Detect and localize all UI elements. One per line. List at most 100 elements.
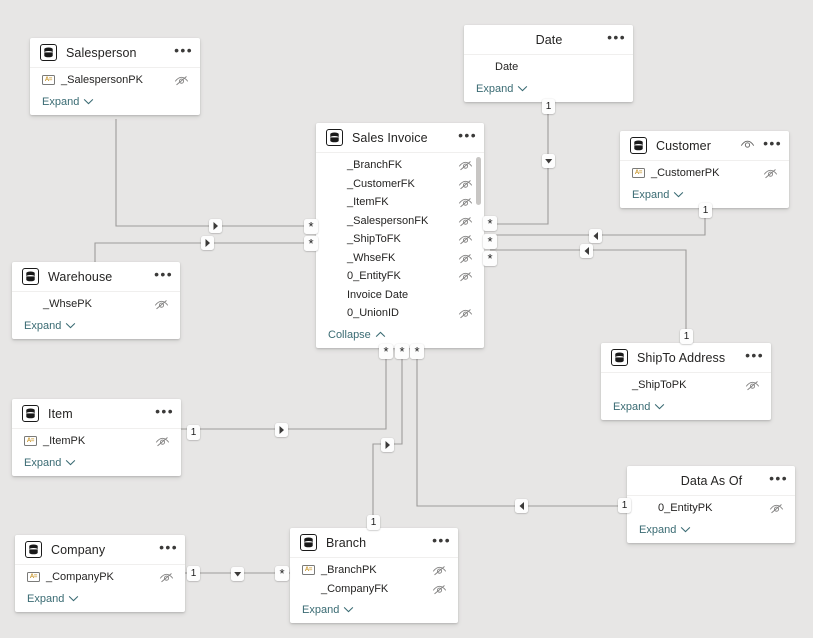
table-menu-ellipsis-icon[interactable]: •••: [763, 135, 782, 151]
eye-hidden-icon[interactable]: [745, 379, 760, 391]
eye-hidden-icon[interactable]: [458, 196, 473, 208]
cross-filter-arrow-right-icon: [209, 219, 222, 233]
cardinality-marker-many: *: [304, 219, 318, 234]
table-menu-ellipsis-icon[interactable]: •••: [458, 127, 477, 143]
table-expand-label: Collapse: [328, 328, 371, 341]
table-card-item[interactable]: Item ••• A=_ItemPK Expand: [12, 399, 181, 476]
field-row[interactable]: 0_UnionID: [316, 304, 484, 323]
eye-hidden-icon[interactable]: [159, 571, 174, 583]
table-menu-ellipsis-icon[interactable]: •••: [607, 29, 626, 45]
table-expand-button[interactable]: Expand: [601, 396, 771, 420]
table-header-sales-invoice[interactable]: Sales Invoice•••: [316, 123, 484, 153]
table-card-customer[interactable]: Customer ••• A=_CustomerPK Expand: [620, 131, 789, 208]
eye-hidden-icon[interactable]: [432, 564, 447, 576]
table-card-company[interactable]: Company••• A=_CompanyPK Expand: [15, 535, 185, 612]
table-icon: [22, 405, 39, 422]
scrollbar-thumb[interactable]: [476, 157, 481, 205]
table-menu-ellipsis-icon[interactable]: •••: [432, 532, 451, 548]
field-row[interactable]: _ShipToPK: [601, 376, 771, 395]
table-header-data-as-of[interactable]: Data As Of•••: [627, 466, 795, 496]
field-row[interactable]: _BranchFK: [316, 156, 484, 175]
field-row[interactable]: A=_BranchPK: [290, 561, 458, 580]
field-row[interactable]: _WhsePK: [12, 295, 180, 314]
eye-hidden-icon[interactable]: [432, 583, 447, 595]
table-card-branch[interactable]: Branch••• A=_BranchPK _CompanyFK Expand: [290, 528, 458, 623]
field-row[interactable]: A=_CustomerPK: [620, 164, 789, 183]
field-row[interactable]: _SalespersonFK: [316, 212, 484, 231]
chevron-down-icon: [654, 401, 665, 413]
table-menu-ellipsis-icon[interactable]: •••: [745, 347, 764, 363]
table-card-salesperson[interactable]: Salesperson••• A=_SalespersonPK Expand: [30, 38, 200, 115]
field-type-text-icon: A=: [24, 436, 37, 447]
table-vertical-scrollbar[interactable]: [475, 157, 482, 340]
table-menu-ellipsis-icon[interactable]: •••: [159, 539, 178, 555]
table-header-date[interactable]: Date•••: [464, 25, 633, 55]
eye-hidden-icon[interactable]: [458, 159, 473, 171]
table-card-sales-invoice[interactable]: Sales Invoice••• _BranchFK _CustomerFK _I…: [316, 123, 484, 348]
table-expand-button[interactable]: Expand: [627, 519, 795, 543]
table-menu-ellipsis-icon[interactable]: •••: [154, 266, 173, 282]
table-header-actions: •••: [154, 262, 173, 291]
field-row[interactable]: A=_CompanyPK: [15, 568, 185, 587]
field-row[interactable]: _ShipToFK: [316, 230, 484, 249]
field-list: _WhsePK: [12, 292, 180, 315]
table-title: Item: [48, 406, 73, 421]
table-menu-ellipsis-icon[interactable]: •••: [155, 403, 174, 419]
table-header-company[interactable]: Company•••: [15, 535, 185, 565]
eye-hidden-icon[interactable]: [458, 178, 473, 190]
table-menu-ellipsis-icon[interactable]: •••: [174, 42, 193, 58]
field-row[interactable]: _CompanyFK: [290, 580, 458, 599]
eye-hidden-icon[interactable]: [174, 74, 189, 86]
eye-hidden-icon[interactable]: [458, 233, 473, 245]
cross-filter-arrow-down-icon: [231, 567, 244, 581]
field-row[interactable]: _WhseFK: [316, 249, 484, 268]
eye-hidden-icon[interactable]: [155, 435, 170, 447]
eye-hidden-icon[interactable]: [458, 215, 473, 227]
table-header-salesperson[interactable]: Salesperson•••: [30, 38, 200, 68]
eye-hidden-icon[interactable]: [458, 307, 473, 319]
field-type-badge-label: A=: [29, 574, 38, 581]
table-menu-ellipsis-icon[interactable]: •••: [769, 470, 788, 486]
table-expand-button[interactable]: Expand: [620, 184, 789, 208]
field-name: _WhseFK: [347, 251, 396, 264]
table-expand-button[interactable]: Expand: [290, 599, 458, 623]
field-row[interactable]: A=_ItemPK: [12, 432, 181, 451]
chevron-down-icon: [680, 524, 691, 536]
table-header-warehouse[interactable]: Warehouse•••: [12, 262, 180, 292]
table-header-shipto-address[interactable]: ShipTo Address•••: [601, 343, 771, 373]
table-expand-button[interactable]: Expand: [15, 588, 185, 612]
cardinality-marker-one: 1: [367, 515, 380, 530]
table-collapse-button[interactable]: Collapse: [316, 324, 484, 348]
eye-hidden-icon[interactable]: [458, 270, 473, 282]
field-row[interactable]: _CustomerFK: [316, 175, 484, 194]
table-expand-button[interactable]: Expand: [12, 452, 181, 476]
field-row[interactable]: 0_EntityFK: [316, 267, 484, 286]
table-icon: [300, 534, 317, 551]
table-expand-button[interactable]: Expand: [12, 315, 180, 339]
eye-hidden-icon[interactable]: [154, 298, 169, 310]
eye-hidden-icon[interactable]: [458, 252, 473, 264]
line-salesperson-salesinvoice: [115, 119, 305, 227]
table-expand-button[interactable]: Expand: [30, 91, 200, 115]
field-row[interactable]: A=_SalespersonPK: [30, 71, 200, 90]
field-list: A=_CustomerPK: [620, 161, 789, 184]
table-expand-button[interactable]: Expand: [464, 78, 633, 102]
field-type-text-icon: A=: [27, 572, 40, 583]
eye-hidden-icon[interactable]: [763, 167, 778, 179]
field-row[interactable]: 0_EntityPK: [627, 499, 795, 518]
table-header-item[interactable]: Item •••: [12, 399, 181, 429]
field-row[interactable]: Date: [464, 58, 633, 77]
field-row[interactable]: Invoice Date: [316, 286, 484, 305]
table-card-data-as-of[interactable]: Data As Of••• 0_EntityPK Expand: [627, 466, 795, 543]
field-row[interactable]: _ItemFK: [316, 193, 484, 212]
table-header-branch[interactable]: Branch•••: [290, 528, 458, 558]
eye-hidden-icon[interactable]: [769, 502, 784, 514]
table-card-shipto-address[interactable]: ShipTo Address••• _ShipToPK Expand: [601, 343, 771, 420]
table-header-customer[interactable]: Customer •••: [620, 131, 789, 161]
table-expand-label: Expand: [24, 319, 62, 332]
table-card-warehouse[interactable]: Warehouse••• _WhsePK Expand: [12, 262, 180, 339]
field-name: _ItemFK: [347, 196, 389, 209]
eye-visible-icon[interactable]: [740, 138, 755, 153]
